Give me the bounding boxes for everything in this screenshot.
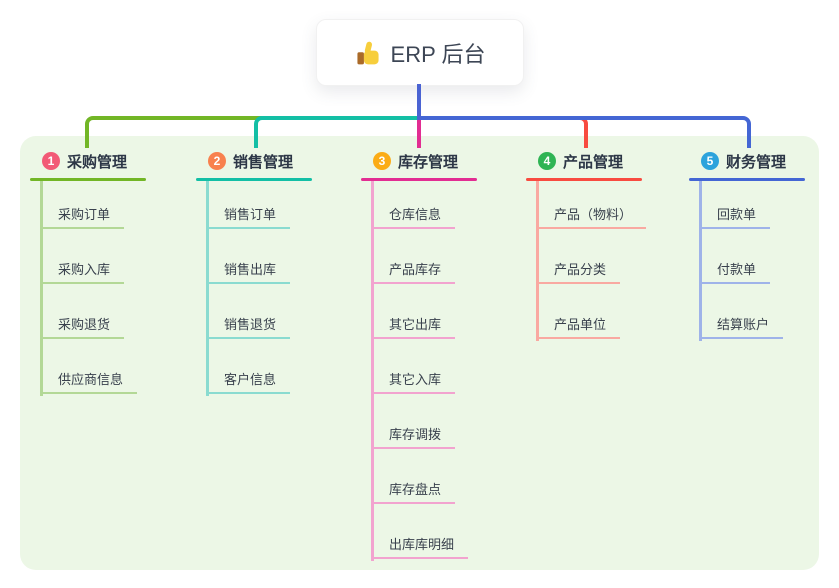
branch-2-label: 销售管理	[233, 153, 294, 171]
branch-2-child-connector	[206, 181, 209, 396]
branch-1-underline	[30, 178, 146, 181]
child-node[interactable]: 回款单	[699, 203, 771, 229]
branch-3-child-connector	[371, 181, 374, 561]
branches-background-panel	[20, 136, 819, 570]
child-node[interactable]: 采购订单	[40, 203, 125, 229]
branch-column-xiaoshou: 2 销售管理 销售订单 销售出库 销售退货 客户信息	[196, 148, 346, 396]
child-node[interactable]: 销售退货	[206, 313, 291, 339]
branch-node-kucun[interactable]: 3 库存管理	[361, 148, 511, 174]
branch-1-connector	[85, 116, 421, 148]
branch-4-child-connector	[536, 181, 539, 341]
branch-2-badge: 2	[208, 152, 226, 170]
branch-node-chanpin[interactable]: 4 产品管理	[526, 148, 676, 174]
child-node[interactable]: 采购入库	[40, 258, 125, 284]
root-label: ERP 后台	[390, 41, 486, 67]
child-node[interactable]: 库存盘点	[371, 478, 456, 504]
branch-1-label: 采购管理	[67, 153, 128, 171]
child-node[interactable]: 产品单位	[536, 313, 621, 339]
child-node[interactable]: 仓库信息	[371, 203, 456, 229]
child-node[interactable]: 其它入库	[371, 368, 456, 394]
branch-5-connector	[421, 116, 751, 148]
root-connector	[417, 84, 421, 120]
child-node[interactable]: 付款单	[699, 258, 771, 284]
branch-4-badge: 4	[538, 152, 556, 170]
child-node[interactable]: 产品库存	[371, 258, 456, 284]
child-node[interactable]: 结算账户	[699, 313, 784, 339]
child-node[interactable]: 采购退货	[40, 313, 125, 339]
root-node[interactable]: ERP 后台	[316, 19, 524, 86]
branch-1-badge: 1	[42, 152, 60, 170]
child-node[interactable]: 产品分类	[536, 258, 621, 284]
branch-column-caigou: 1 采购管理 采购订单 采购入库 采购退货 供应商信息	[30, 148, 180, 396]
branch-1-child-connector	[40, 181, 43, 396]
branch-5-child-connector	[699, 181, 702, 341]
branch-2-connector	[254, 116, 421, 148]
branch-3-connector	[417, 120, 421, 148]
child-node[interactable]: 销售出库	[206, 258, 291, 284]
branch-5-badge: 5	[701, 152, 719, 170]
branch-column-caiwu: 5 财务管理 回款单 付款单 结算账户	[689, 148, 839, 341]
branch-node-xiaoshou[interactable]: 2 销售管理	[196, 148, 346, 174]
branch-column-chanpin: 4 产品管理 产品（物料） 产品分类 产品单位	[526, 148, 676, 341]
child-node[interactable]: 产品（物料）	[536, 203, 647, 229]
branch-3-label: 库存管理	[398, 153, 459, 171]
branch-node-caiwu[interactable]: 5 财务管理	[689, 148, 839, 174]
child-node[interactable]: 库存调拨	[371, 423, 456, 449]
branch-5-label: 财务管理	[726, 153, 787, 171]
child-node[interactable]: 出库库明细	[371, 533, 469, 559]
child-node[interactable]: 销售订单	[206, 203, 291, 229]
branch-column-kucun: 3 库存管理 仓库信息 产品库存 其它出库 其它入库 库存调拨 库存盘点 出库库…	[361, 148, 511, 561]
child-node[interactable]: 供应商信息	[40, 368, 138, 394]
branch-node-caigou[interactable]: 1 采购管理	[30, 148, 180, 174]
branch-3-badge: 3	[373, 152, 391, 170]
child-node[interactable]: 客户信息	[206, 368, 291, 394]
branch-5-underline	[689, 178, 805, 181]
branch-4-underline	[526, 178, 642, 181]
branch-2-underline	[196, 178, 312, 181]
branch-4-label: 产品管理	[563, 153, 624, 171]
thumbs-up-icon	[356, 41, 379, 64]
branch-3-underline	[361, 178, 477, 181]
child-node[interactable]: 其它出库	[371, 313, 456, 339]
